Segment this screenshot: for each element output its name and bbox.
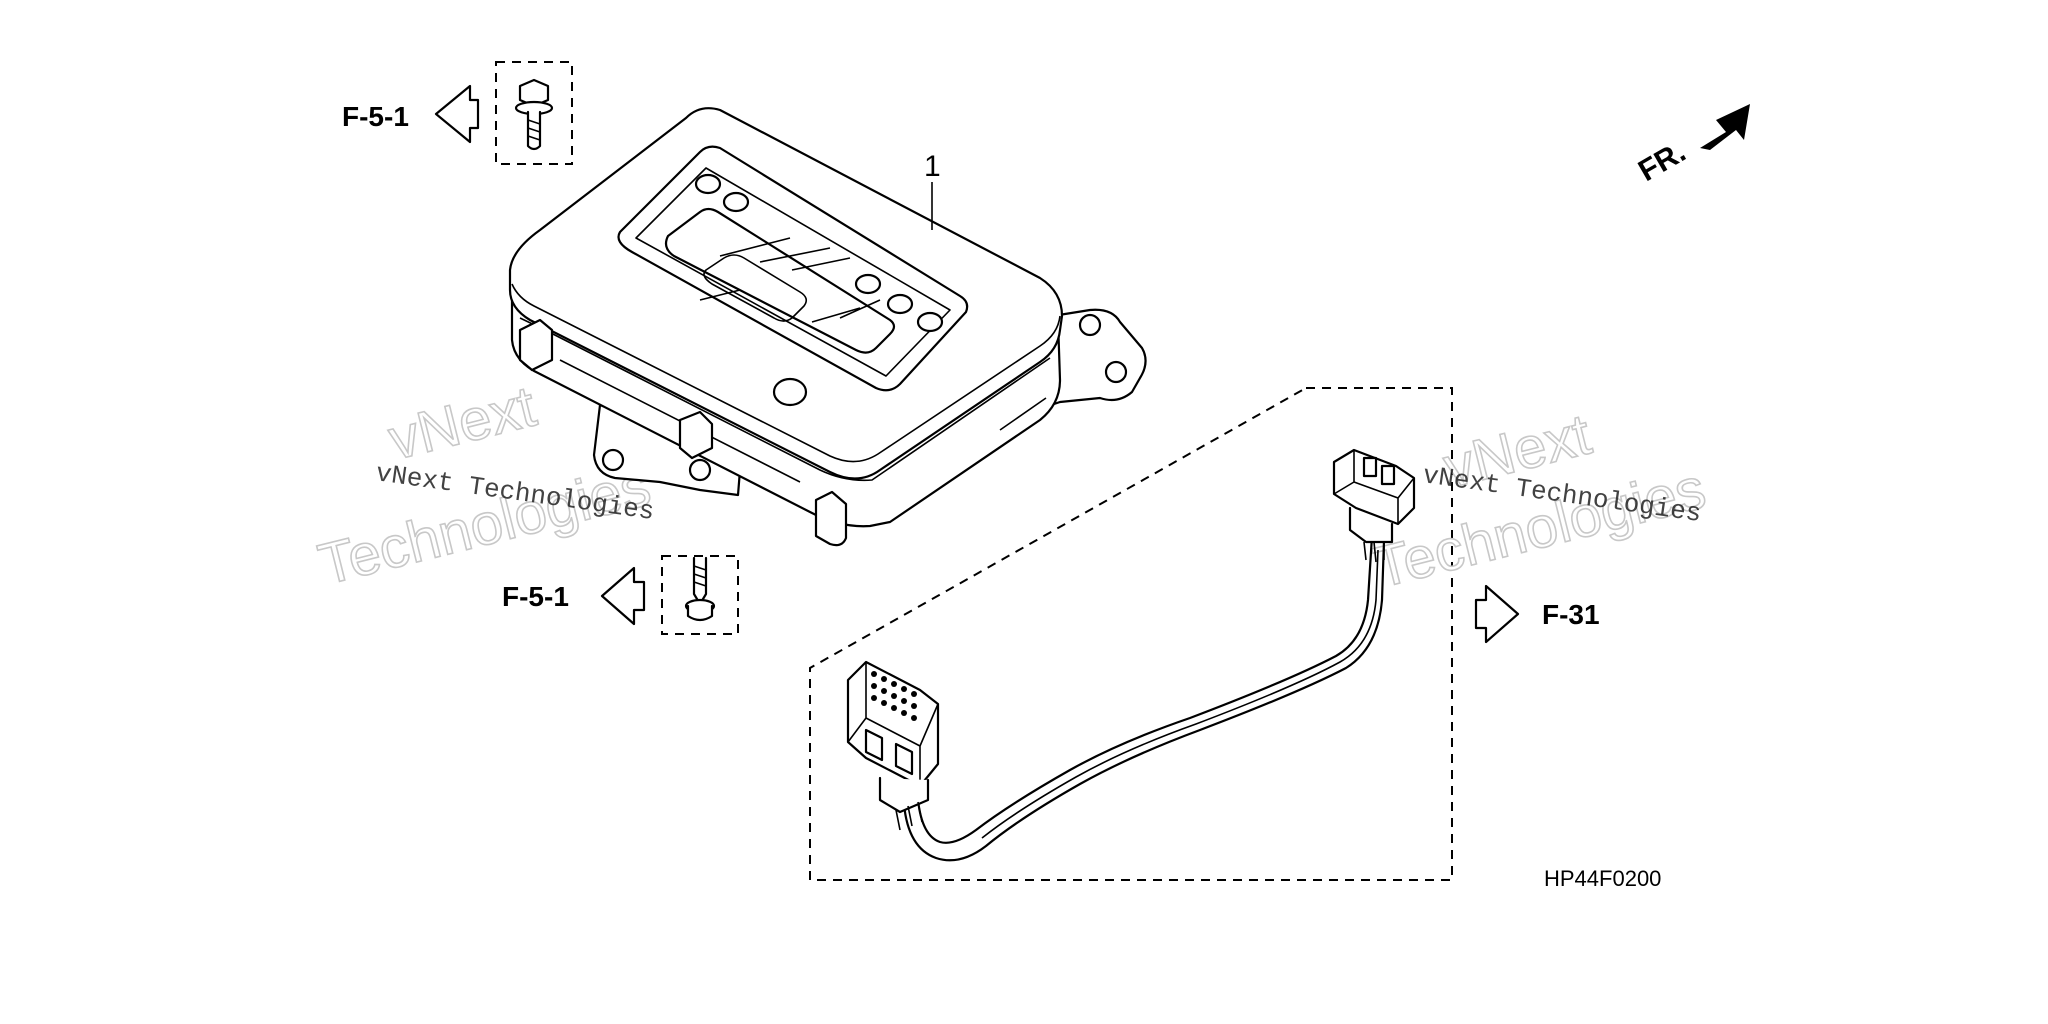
harness-cable-outer [902, 538, 1386, 862]
mount-hole-left-2 [688, 458, 712, 482]
connector-small-wires [1363, 541, 1385, 563]
instrument-cluster [508, 107, 1147, 547]
housing-tab-left [518, 318, 554, 372]
harness-cable [916, 534, 1374, 844]
indicator-lamp-3 [854, 273, 882, 295]
mount-hole-right-2 [1104, 360, 1128, 384]
connector-large-face [847, 662, 939, 786]
ref-arrow-left-icon-2 [600, 566, 646, 626]
watermark-right: vNext Technologies vNext Technologies [1367, 401, 1713, 602]
indicator-lamp-1 [694, 173, 722, 195]
reset-knob [772, 377, 808, 407]
front-direction-indicator: FR. [1633, 104, 1750, 188]
screw-dashed-box [661, 555, 739, 635]
housing-tab-front [814, 490, 848, 547]
indicator-lamp-2 [722, 191, 750, 213]
connector-small-pin-1 [1362, 456, 1378, 478]
bolt-dashed-box [495, 61, 573, 165]
display-recess-inner [635, 167, 951, 377]
connector-small-boot [1348, 506, 1394, 544]
lcd-inner-frame [703, 254, 808, 322]
part-number-1: 1 [924, 150, 941, 183]
connector-large-latch [864, 728, 914, 776]
front-direction-label: FR. [1633, 135, 1691, 188]
indicator-lamp-5 [916, 311, 944, 333]
harness-dashed-outline [809, 387, 1453, 881]
ref-group-mid-left: F-5-1 [502, 555, 739, 635]
harness-cable-core [981, 549, 1379, 839]
watermark-left: vNext Technologies vNext Technologies [312, 373, 658, 599]
flange-bolt-icon [514, 78, 554, 151]
ref-arrow-right-icon [1474, 584, 1520, 644]
tapping-screw-icon [684, 556, 716, 622]
ref-group-top-left: F-5-1 [342, 61, 573, 165]
connector-large-boot [878, 776, 930, 814]
connector-small-face [1333, 450, 1415, 524]
indicator-lamp-4 [886, 293, 914, 315]
lcd-glare [699, 237, 881, 323]
connector-large-pins [871, 671, 917, 721]
mount-hole-right-1 [1078, 313, 1102, 337]
connector-small-pin-2 [1380, 464, 1396, 486]
ref-label-top-left: F-5-1 [342, 101, 409, 132]
diagram-code: HP44F0200 [1544, 866, 1661, 891]
ref-label-right: F-31 [1542, 599, 1600, 630]
front-direction-arrow-icon [1700, 104, 1750, 150]
bezel-edge [511, 283, 1061, 463]
housing-tab-mid [678, 410, 714, 460]
ref-group-right: F-31 [1474, 584, 1600, 644]
ref-label-mid-left: F-5-1 [502, 581, 569, 612]
ref-arrow-left-icon [434, 84, 480, 144]
wire-harness [846, 448, 1416, 862]
mount-hole-left-1 [601, 448, 625, 472]
watermark-big-vnext: vNext [382, 374, 542, 473]
connector-large-wires [895, 801, 923, 831]
